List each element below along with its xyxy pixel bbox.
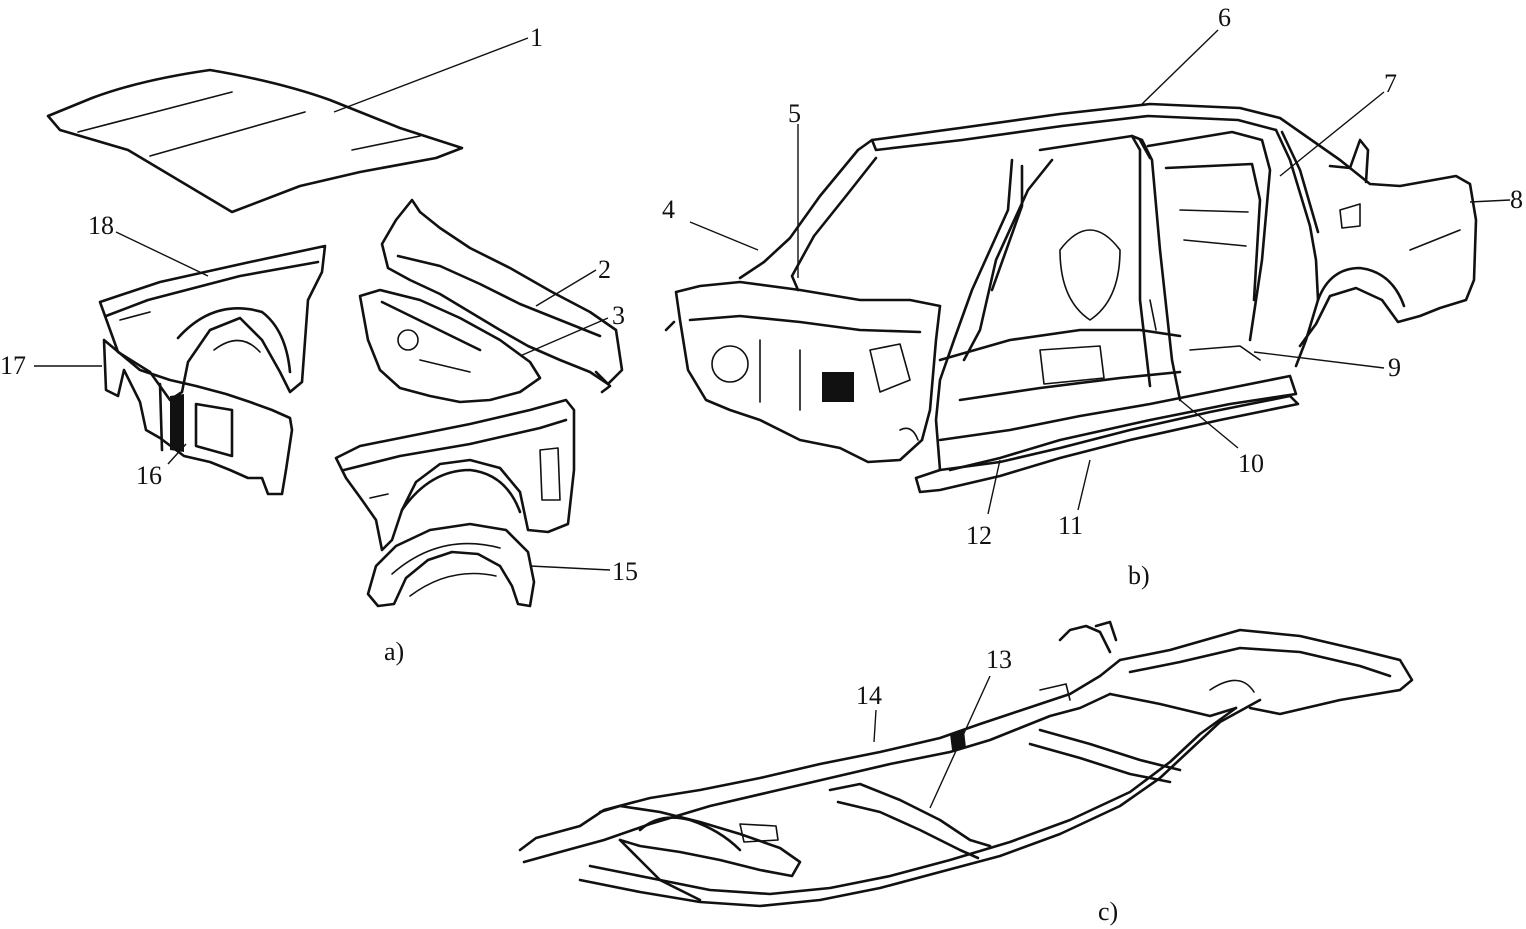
callout-2: 2 bbox=[598, 255, 611, 284]
leader-14 bbox=[873, 709, 877, 743]
leader-13 bbox=[929, 675, 991, 809]
part-c-group bbox=[518, 620, 1414, 908]
subfigure-captions: a) b) c) bbox=[384, 561, 1150, 926]
leader-15 bbox=[529, 565, 611, 571]
hood-panel bbox=[46, 68, 464, 214]
leader-4 bbox=[689, 221, 759, 251]
leader-lines bbox=[34, 29, 1511, 809]
callout-14: 14 bbox=[856, 681, 882, 710]
part-b-group bbox=[664, 102, 1478, 494]
leader-11 bbox=[1077, 459, 1091, 511]
callout-6: 6 bbox=[1218, 3, 1231, 32]
leader-2 bbox=[535, 269, 597, 307]
right-fender bbox=[334, 398, 576, 552]
caption-b: b) bbox=[1128, 561, 1150, 590]
callout-15: 15 bbox=[612, 557, 638, 586]
callout-3: 3 bbox=[612, 301, 625, 330]
leader-8 bbox=[1469, 199, 1511, 203]
callout-10: 10 bbox=[1238, 449, 1264, 478]
wheelhouse-liner bbox=[366, 522, 536, 608]
body-shell bbox=[664, 102, 1478, 494]
leader-1 bbox=[333, 37, 529, 113]
leader-12 bbox=[987, 459, 1001, 515]
ladder-frame bbox=[518, 620, 1414, 908]
left-fender-assembly bbox=[98, 244, 327, 496]
leader-10 bbox=[1179, 399, 1239, 449]
callout-18: 18 bbox=[88, 211, 114, 240]
callout-1: 1 bbox=[530, 23, 543, 52]
callout-17: 17 bbox=[0, 351, 26, 380]
callout-16: 16 bbox=[136, 461, 162, 490]
cowl-dash-assembly bbox=[358, 198, 624, 404]
leader-6 bbox=[1141, 29, 1219, 105]
leader-16 bbox=[167, 443, 187, 465]
caption-c: c) bbox=[1098, 897, 1118, 926]
callout-9: 9 bbox=[1388, 353, 1401, 382]
leader-9 bbox=[1253, 351, 1385, 369]
callout-13: 13 bbox=[986, 645, 1012, 674]
callout-numbers: 1 2 3 4 5 6 7 8 9 10 11 12 13 14 15 16 1… bbox=[0, 3, 1523, 710]
callout-7: 7 bbox=[1384, 69, 1397, 98]
callout-4: 4 bbox=[662, 195, 675, 224]
callout-8: 8 bbox=[1510, 185, 1523, 214]
callout-12: 12 bbox=[966, 521, 992, 550]
caption-a: a) bbox=[384, 637, 404, 666]
callout-11: 11 bbox=[1058, 511, 1083, 540]
leader-3 bbox=[519, 317, 609, 357]
leader-7 bbox=[1279, 91, 1385, 177]
leader-18 bbox=[115, 231, 209, 277]
callout-5: 5 bbox=[788, 99, 801, 128]
part-a-group bbox=[46, 68, 624, 608]
